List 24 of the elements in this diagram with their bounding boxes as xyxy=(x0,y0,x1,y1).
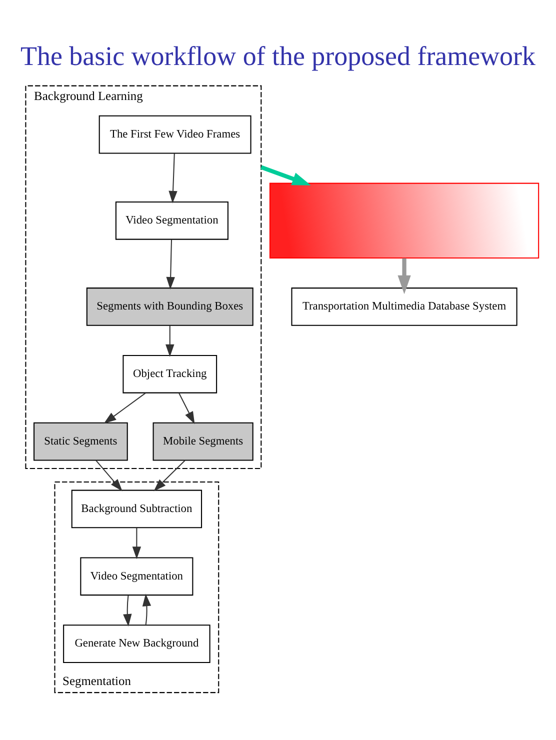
arrow xyxy=(154,460,186,492)
node-box: Background Subtraction xyxy=(71,490,202,528)
arrow xyxy=(123,595,132,626)
node-box: Static Segments xyxy=(34,422,128,461)
diagram-title: The basic workflow of the proposed framework xyxy=(20,40,536,71)
arrow xyxy=(166,326,174,357)
arrow xyxy=(104,392,146,424)
arrow xyxy=(168,153,178,204)
node-box: Transportation Multimedia Database System xyxy=(291,288,518,326)
node-box xyxy=(269,182,540,258)
node-box: Segments with Bounding Boxes xyxy=(86,288,254,326)
arrow xyxy=(260,165,311,186)
arrow xyxy=(96,460,122,492)
arrow xyxy=(132,528,142,560)
arrow xyxy=(166,240,175,290)
node-box: Generate New Background xyxy=(63,624,210,663)
arrow xyxy=(398,258,411,294)
arrow xyxy=(178,392,195,424)
node-box: The First Few Video Frames xyxy=(98,115,252,154)
arrow xyxy=(142,594,152,625)
node-box: Mobile Segments xyxy=(152,422,254,461)
node-box: Video Segmentation xyxy=(80,557,194,596)
node-box: Video Segmentation xyxy=(115,201,228,240)
node-box: Object Tracking xyxy=(122,354,218,394)
